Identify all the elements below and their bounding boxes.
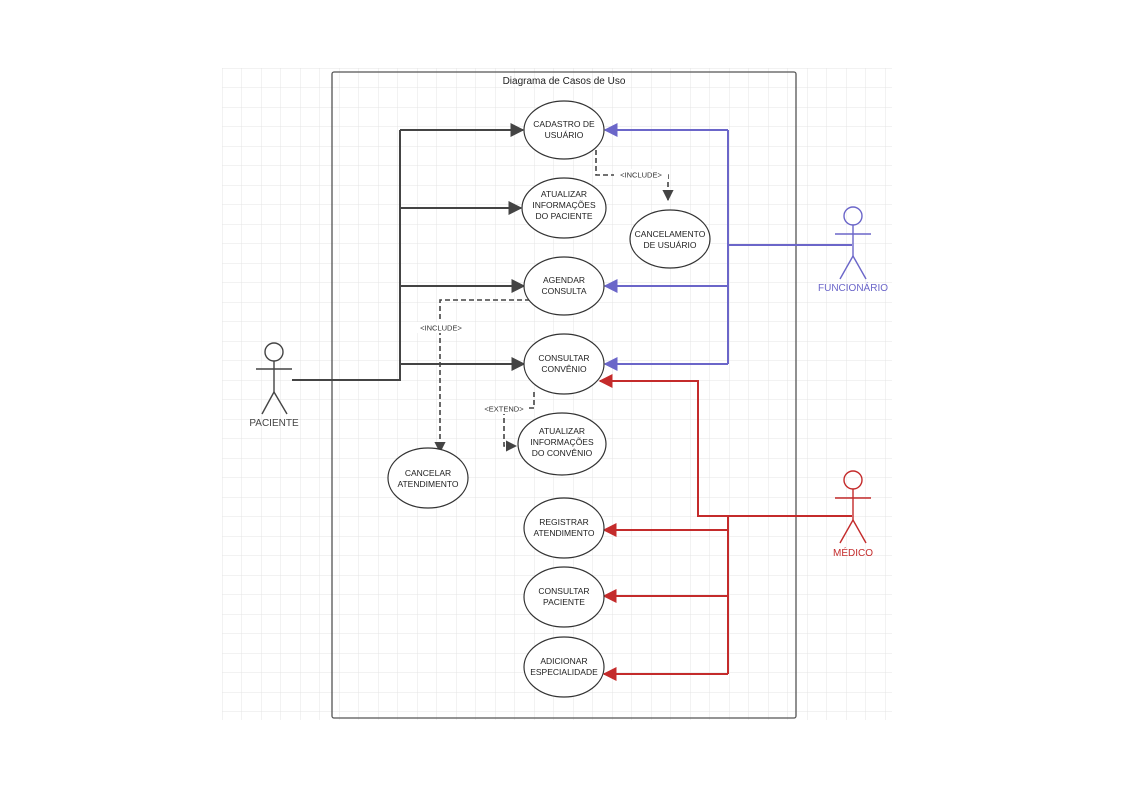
svg-text:INFORMAÇÕES: INFORMAÇÕES [530, 437, 594, 447]
paciente-connectors [292, 123, 526, 381]
use-case-cancelar-atendimento[interactable]: CANCELAR ATENDIMENTO [387, 447, 469, 509]
svg-text:USUÁRIO: USUÁRIO [545, 130, 584, 140]
actor-medico[interactable] [835, 470, 871, 544]
system-boundary [331, 71, 797, 719]
svg-text:PACIENTE: PACIENTE [543, 597, 585, 607]
svg-text:CONSULTAR: CONSULTAR [538, 586, 589, 596]
use-case-consultar-convenio[interactable]: CONSULTAR CONVÊNIO [523, 333, 605, 395]
use-case-cadastro-usuario[interactable]: CADASTRO DE USUÁRIO [523, 100, 605, 160]
svg-text:CANCELAMENTO: CANCELAMENTO [635, 229, 706, 239]
svg-text:CONVÊNIO: CONVÊNIO [541, 364, 587, 374]
use-case-cancelamento-usuario[interactable]: CANCELAMENTO DE USUÁRIO [629, 209, 711, 269]
svg-text:DO PACIENTE: DO PACIENTE [536, 211, 593, 221]
svg-text:<EXTEND>: <EXTEND> [484, 405, 524, 414]
use-case-atualizar-convenio[interactable]: ATUALIZAR INFORMAÇÕES DO CONVÊNIO [517, 412, 607, 476]
use-case-registrar-atendimento[interactable]: REGISTRAR ATENDIMENTO [523, 497, 605, 559]
medico-connectors [598, 374, 852, 681]
svg-text:ADICIONAR: ADICIONAR [540, 656, 587, 666]
actor-paciente-label: PACIENTE [249, 418, 299, 429]
svg-text:CADASTRO DE: CADASTRO DE [533, 119, 595, 129]
use-case-atualizar-paciente[interactable]: ATUALIZAR INFORMAÇÕES DO PACIENTE [521, 177, 607, 239]
funcionario-connectors [603, 123, 852, 371]
actor-funcionario-label: FUNCIONÁRIO [818, 281, 888, 294]
svg-text:CONSULTAR: CONSULTAR [538, 353, 589, 363]
use-case-adicionar-especialidade[interactable]: ADICIONAR ESPECIALIDADE [523, 636, 605, 698]
actor-paciente[interactable] [256, 342, 292, 415]
svg-text:CANCELAR: CANCELAR [405, 468, 451, 478]
svg-text:DO CONVÊNIO: DO CONVÊNIO [532, 448, 593, 458]
diagram-title: Diagrama de Casos de Uso [503, 76, 626, 87]
svg-text:DE USUÁRIO: DE USUÁRIO [644, 240, 697, 250]
svg-text:AGENDAR: AGENDAR [543, 275, 585, 285]
include-label-2: <INCLUDE> [414, 322, 468, 333]
svg-text:<INCLUDE>: <INCLUDE> [420, 324, 462, 333]
svg-text:CONSULTA: CONSULTA [541, 286, 586, 296]
use-case-agendar-consulta[interactable]: AGENDAR CONSULTA [523, 256, 605, 316]
actor-funcionario[interactable] [835, 206, 871, 280]
svg-text:ATUALIZAR: ATUALIZAR [539, 426, 585, 436]
use-case-consultar-paciente[interactable]: CONSULTAR PACIENTE [523, 566, 605, 628]
svg-text:<INCLUDE>: <INCLUDE> [620, 171, 662, 180]
svg-text:REGISTRAR: REGISTRAR [539, 517, 589, 527]
svg-text:ESPECIALIDADE: ESPECIALIDADE [530, 667, 598, 677]
extend-label-1: <EXTEND> [480, 403, 528, 414]
svg-text:ATENDIMENTO: ATENDIMENTO [533, 528, 594, 538]
svg-text:ATUALIZAR: ATUALIZAR [541, 189, 587, 199]
include-label-1: <INCLUDE> [614, 169, 668, 180]
svg-text:INFORMAÇÕES: INFORMAÇÕES [532, 200, 596, 210]
actor-medico-label: MÉDICO [833, 546, 873, 559]
svg-text:ATENDIMENTO: ATENDIMENTO [397, 479, 458, 489]
